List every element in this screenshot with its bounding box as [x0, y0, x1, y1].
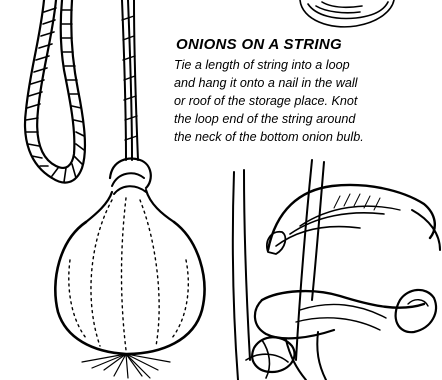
instruction-line: the loop end of the string around — [174, 110, 436, 128]
hanging-rope-loop — [25, 0, 85, 183]
instruction-line: the neck of the bottom onion bulb. — [174, 128, 436, 146]
instructions-paragraph: Tie a length of string into a loop and h… — [174, 56, 436, 146]
instruction-line: or roof of the storage place. Knot — [174, 92, 436, 110]
hands-knotting-string — [233, 160, 440, 380]
instruction-line: and hang it onto a nail in the wall — [174, 74, 436, 92]
instruction-line: Tie a length of string into a loop — [174, 56, 436, 74]
section-heading: ONIONS ON A STRING — [176, 36, 342, 53]
onion-top-partial — [300, 0, 394, 27]
